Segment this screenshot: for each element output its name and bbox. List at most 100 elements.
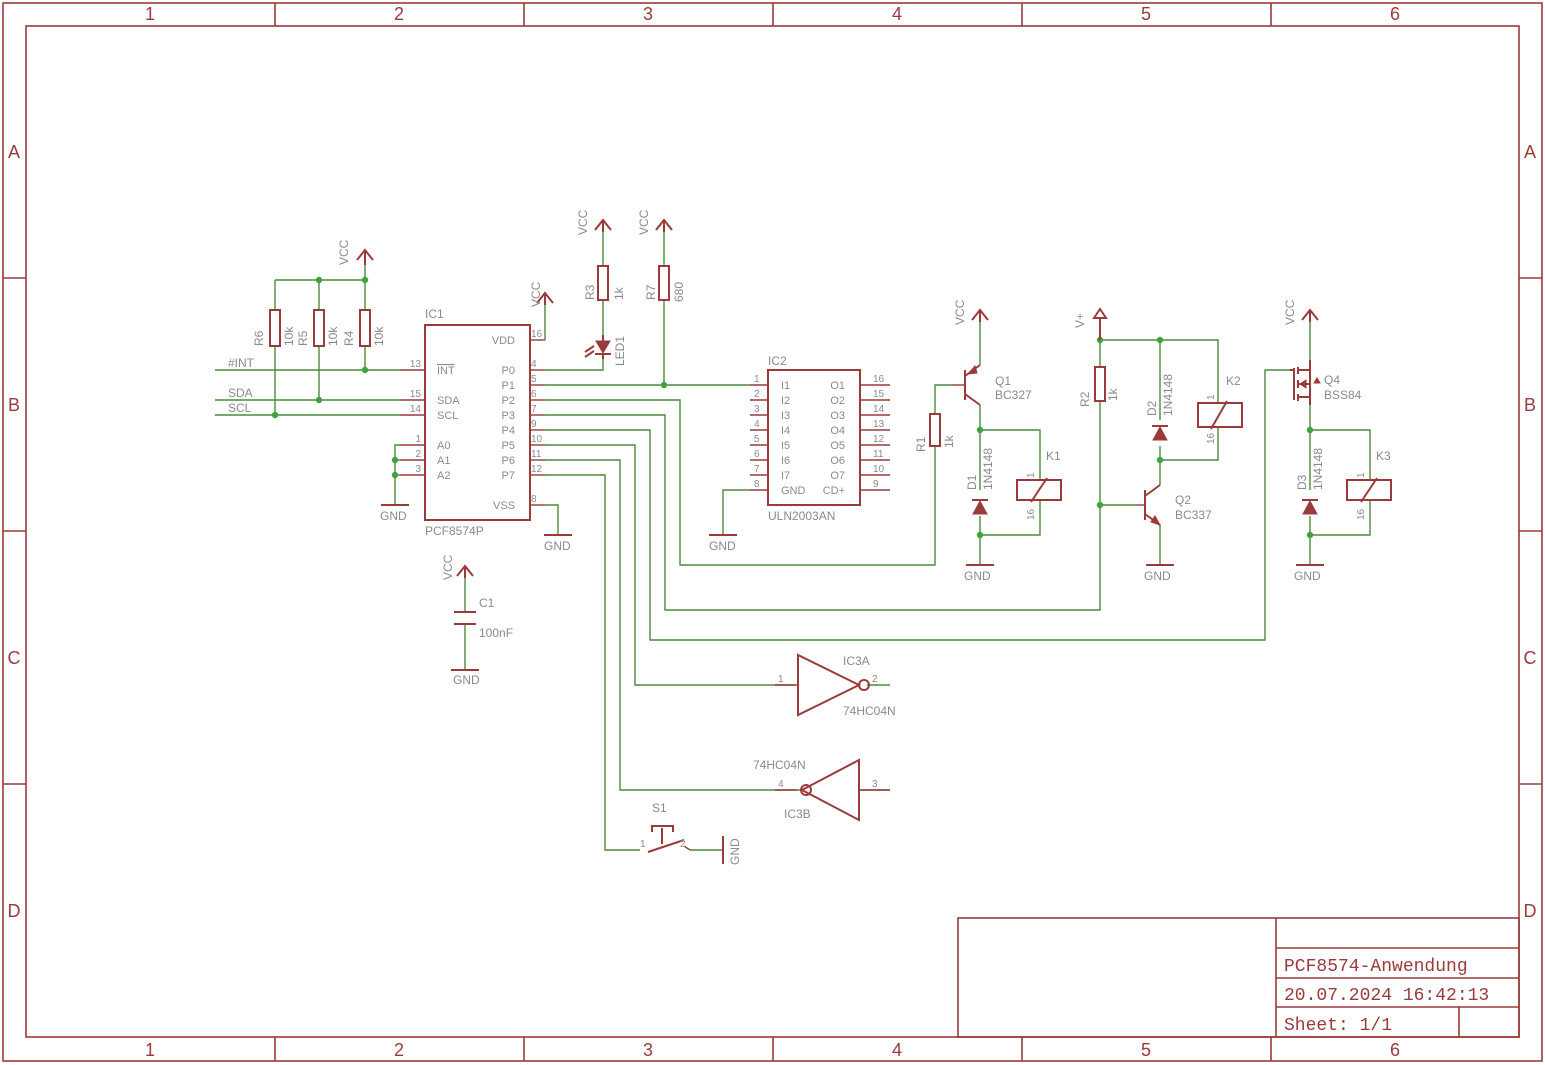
pin-name: O7 xyxy=(830,470,845,482)
col-label: 4 xyxy=(892,1040,902,1060)
col-label: 6 xyxy=(1390,1040,1400,1060)
ic2-uln2003: IC2 ULN2003AN 1 2 3 4 5 6 7 8 I1 I2 I3 I… xyxy=(750,354,890,523)
pin-number: 8 xyxy=(754,479,760,490)
wires xyxy=(215,230,1371,851)
pin-number: 10 xyxy=(873,464,885,475)
pin-name: O2 xyxy=(830,395,845,407)
gnd-label: GND xyxy=(709,539,736,553)
r7-resistor: R7 680 xyxy=(644,265,686,302)
ic3b-out-pin: 3 xyxy=(872,779,878,790)
gnd-label: GND xyxy=(453,673,480,687)
pin-name: I4 xyxy=(781,425,790,437)
vcc-label: VCC xyxy=(637,209,651,235)
pin-name: P5 xyxy=(502,440,515,452)
k3-pin: 16 xyxy=(1356,508,1367,520)
r4-name: R4 xyxy=(342,330,356,346)
ic3a-out-pin: 2 xyxy=(872,674,878,685)
row-label: D xyxy=(8,901,21,921)
r5-value: 10k xyxy=(326,326,340,346)
col-label: 5 xyxy=(1141,4,1151,24)
pin-number: 2 xyxy=(415,449,421,460)
vcc-label: VCC xyxy=(529,281,543,307)
col-label: 4 xyxy=(892,4,902,24)
pin-name: O6 xyxy=(830,455,845,467)
r6-resistor: R6 10k xyxy=(252,309,296,347)
q2-name: Q2 xyxy=(1175,493,1191,507)
gnd-q2: GND xyxy=(1144,564,1174,583)
ic3a-in-pin: 1 xyxy=(778,674,784,685)
pin-name: P4 xyxy=(502,425,515,437)
pin-number: 15 xyxy=(410,389,422,400)
pin-name: I6 xyxy=(781,455,790,467)
row-label: A xyxy=(1524,142,1536,162)
r6-value: 10k xyxy=(282,326,296,346)
pin-number: 5 xyxy=(531,374,537,385)
gnd-ic2: GND xyxy=(709,534,737,553)
vcc-label: VCC xyxy=(953,299,967,325)
k1-relay: K1 1 16 xyxy=(1016,449,1062,520)
pin-number: 6 xyxy=(531,389,537,400)
drawing-datetime: 20.07.2024 16:42:13 xyxy=(1284,986,1489,1006)
pin-number: 15 xyxy=(873,389,885,400)
gnd-c1: GND xyxy=(451,669,480,687)
pin-name: A1 xyxy=(437,455,450,467)
r5-name: R5 xyxy=(296,330,310,346)
col-label: 2 xyxy=(394,1040,404,1060)
pin-number: 9 xyxy=(873,479,879,490)
s1-pin: 2 xyxy=(680,839,686,850)
d3-name: D3 xyxy=(1295,474,1309,490)
pin-number: 1 xyxy=(415,434,421,445)
gnd-address: GND xyxy=(380,504,409,523)
gnd-label: GND xyxy=(380,509,407,523)
ic3b-value: 74HC04N xyxy=(753,758,806,772)
k1-pin: 16 xyxy=(1026,508,1037,520)
r1-name: R1 xyxy=(914,436,928,452)
pin-name: A2 xyxy=(437,470,450,482)
vcc-led: VCC xyxy=(576,209,612,235)
vcc-label: VCC xyxy=(441,554,455,580)
col-label: 1 xyxy=(145,4,155,24)
q4-mosfet: Q4 BSS84 xyxy=(1290,360,1362,405)
d1-name: D1 xyxy=(965,474,979,490)
pin-number: 4 xyxy=(531,359,537,370)
k2-pin: 16 xyxy=(1206,432,1217,444)
gnd-s1: GND xyxy=(722,836,742,865)
col-label: 2 xyxy=(394,4,404,24)
col-label: 3 xyxy=(643,1040,653,1060)
ic1-pcf8574: IC1 PCF8574P 13 15 14 1 2 3 INT SDA SCL … xyxy=(400,307,545,538)
gnd-k3: GND xyxy=(1294,564,1324,583)
k3-relay: K3 1 16 xyxy=(1346,449,1392,520)
row-label: C xyxy=(1524,648,1537,668)
r7-value: 680 xyxy=(672,282,686,302)
pin-name: SDA xyxy=(437,395,460,407)
q1-name: Q1 xyxy=(995,374,1011,388)
pin-name: O1 xyxy=(830,380,845,392)
pin-number: 7 xyxy=(531,404,537,415)
gnd-k1: GND xyxy=(964,564,994,583)
ic2-name: IC2 xyxy=(768,354,787,368)
led1: LED1 xyxy=(584,335,627,366)
ic3a-name: IC3A xyxy=(843,654,870,668)
pin-name: P7 xyxy=(502,470,515,482)
led1-name: LED1 xyxy=(613,336,627,366)
row-label: B xyxy=(8,395,20,415)
r1-resistor: R1 1k xyxy=(914,413,956,452)
r3-value: 1k xyxy=(612,286,626,300)
pin-name: VDD xyxy=(492,335,515,347)
pin-number: 11 xyxy=(531,449,542,460)
ic3b-inverter: 4 3 74HC04N IC3B xyxy=(753,758,890,822)
ic3a-value: 74HC04N xyxy=(843,704,896,718)
r7-name: R7 xyxy=(644,284,658,300)
col-label: 5 xyxy=(1141,1040,1151,1060)
pin-name: I7 xyxy=(781,470,790,482)
r3-name: R3 xyxy=(583,284,597,300)
vcc-label: VCC xyxy=(1283,299,1297,325)
pin-number: 14 xyxy=(410,404,422,415)
col-label: 3 xyxy=(643,4,653,24)
pin-name: VSS xyxy=(493,500,515,512)
vcc-label: VCC xyxy=(576,209,590,235)
pin-number: 8 xyxy=(531,494,537,505)
pin-number: 14 xyxy=(873,404,885,415)
pin-number: 7 xyxy=(754,464,760,475)
